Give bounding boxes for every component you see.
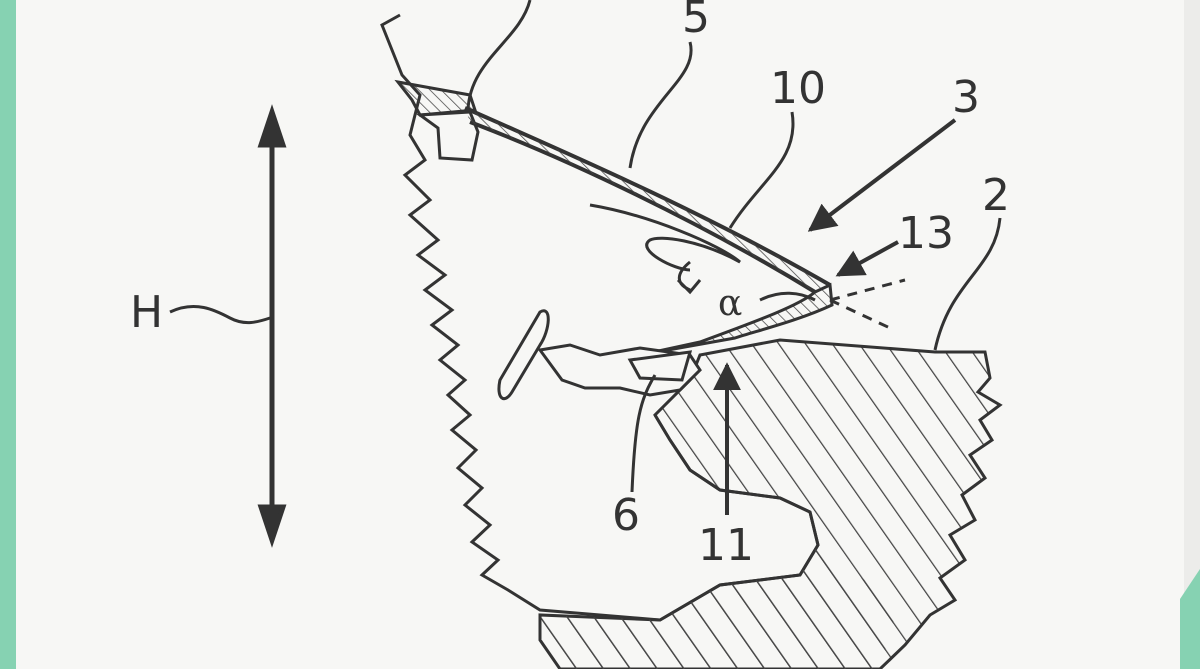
actuator-plunger xyxy=(627,350,693,382)
label-alpha: α xyxy=(718,283,742,324)
arrow-3 xyxy=(807,118,957,232)
bottom-hatch xyxy=(540,512,900,669)
right-margin xyxy=(1184,0,1200,669)
flap-inner xyxy=(469,120,817,294)
corner-accent xyxy=(1180,569,1200,669)
label-3: 3 xyxy=(952,72,980,123)
alpha-arc xyxy=(759,291,816,302)
label-11: 11 xyxy=(698,520,754,571)
label-5: 5 xyxy=(682,0,710,43)
leader-6 xyxy=(630,374,657,493)
label-2: 2 xyxy=(982,170,1010,221)
mount-cap xyxy=(394,79,478,117)
leader-top xyxy=(466,0,532,111)
leader-10 xyxy=(728,111,795,229)
flow-curve xyxy=(589,203,741,272)
flap-tip xyxy=(639,282,834,357)
actuator-knob xyxy=(497,309,550,401)
angle-line-1 xyxy=(829,278,906,302)
body-section-2 xyxy=(538,338,1003,669)
flap-hatch xyxy=(465,108,830,292)
height-arrow xyxy=(257,104,287,548)
h-leader-line xyxy=(169,304,271,325)
label-h: H xyxy=(130,287,163,338)
leader-5 xyxy=(628,41,693,169)
leader-2 xyxy=(933,217,1002,351)
label-6: 6 xyxy=(612,490,640,541)
arrow-13 xyxy=(835,240,899,277)
label-10: 10 xyxy=(770,63,826,114)
flow-return-arrow xyxy=(676,260,702,295)
angle-line-2 xyxy=(829,298,891,330)
drawing-canvas xyxy=(16,0,1184,669)
label-13: 13 xyxy=(898,208,954,259)
